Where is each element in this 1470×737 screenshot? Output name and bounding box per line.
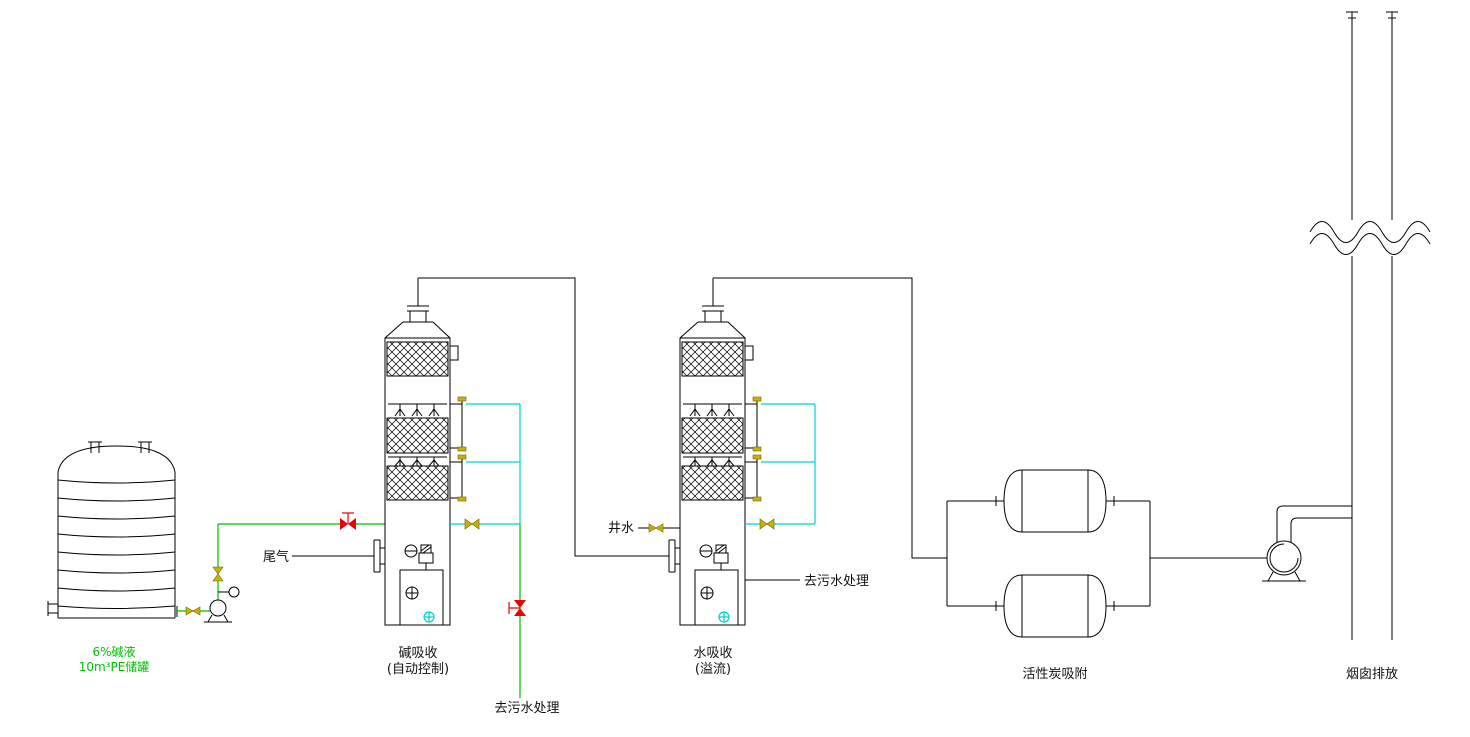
fan-impeller [1269, 543, 1299, 573]
water-absorption-tower [668, 277, 816, 626]
draft-fan [1262, 505, 1352, 582]
alkali-feed-system [175, 512, 385, 623]
fan-outlet-duct [1276, 505, 1352, 543]
adsorber-label: 活性炭吸附 [1022, 667, 1087, 682]
activated-carbon-adsorbers [946, 469, 1267, 638]
stack-walls [1351, 12, 1393, 640]
gas-line-tower2-adsorbers [713, 277, 947, 559]
tail-gas-label: 尾气 [263, 549, 289, 565]
adsorber-inlet-manifold [946, 496, 997, 611]
exhaust-stack [1309, 11, 1431, 640]
tank-shell [57, 445, 176, 619]
tank-ribs [57, 479, 176, 609]
adsorber-outlet-manifold [1113, 496, 1267, 611]
alkali-absorption-tower [373, 277, 521, 626]
tower1-mode: (自动控制) [387, 662, 449, 677]
stack-label: 烟囱排放 [1346, 667, 1398, 682]
tank-label-line1: 6%碱液 [92, 644, 135, 659]
tank-top-nozzles [88, 441, 152, 453]
drain-label-left: 去污水处理 [494, 701, 559, 716]
feed-pump [209, 599, 227, 617]
fan-base [1262, 571, 1306, 582]
well-water-label: 井水 [608, 521, 634, 536]
well-water-valve [648, 523, 664, 533]
tower1-name: 碱吸收 [398, 646, 437, 661]
gas-line-tower1-tower2 [418, 277, 669, 557]
tank-label-line2: 10m³PE储罐 [79, 659, 150, 674]
pressure-gauge [218, 586, 240, 598]
storage-tank [47, 441, 178, 619]
tower2-mode: (溢流) [695, 662, 731, 677]
tower2-name: 水吸收 [693, 646, 732, 661]
pump-discharge-valve [212, 566, 224, 582]
adsorber-vessel-top [996, 469, 1114, 533]
drain-label-right: 去污水处理 [804, 574, 869, 589]
stack-top-rim [1346, 11, 1398, 19]
alkali-supply-line [175, 523, 385, 612]
fan-casing [1266, 540, 1302, 576]
feed-pump-base [204, 614, 232, 623]
tank-side-nozzle [47, 601, 58, 616]
stack-break-symbol [1309, 221, 1431, 255]
adsorber-vessel-bottom [996, 574, 1114, 638]
drain-valve [508, 600, 526, 616]
tank-outlet-valve [185, 606, 201, 616]
alkali-control-valve [340, 512, 356, 530]
